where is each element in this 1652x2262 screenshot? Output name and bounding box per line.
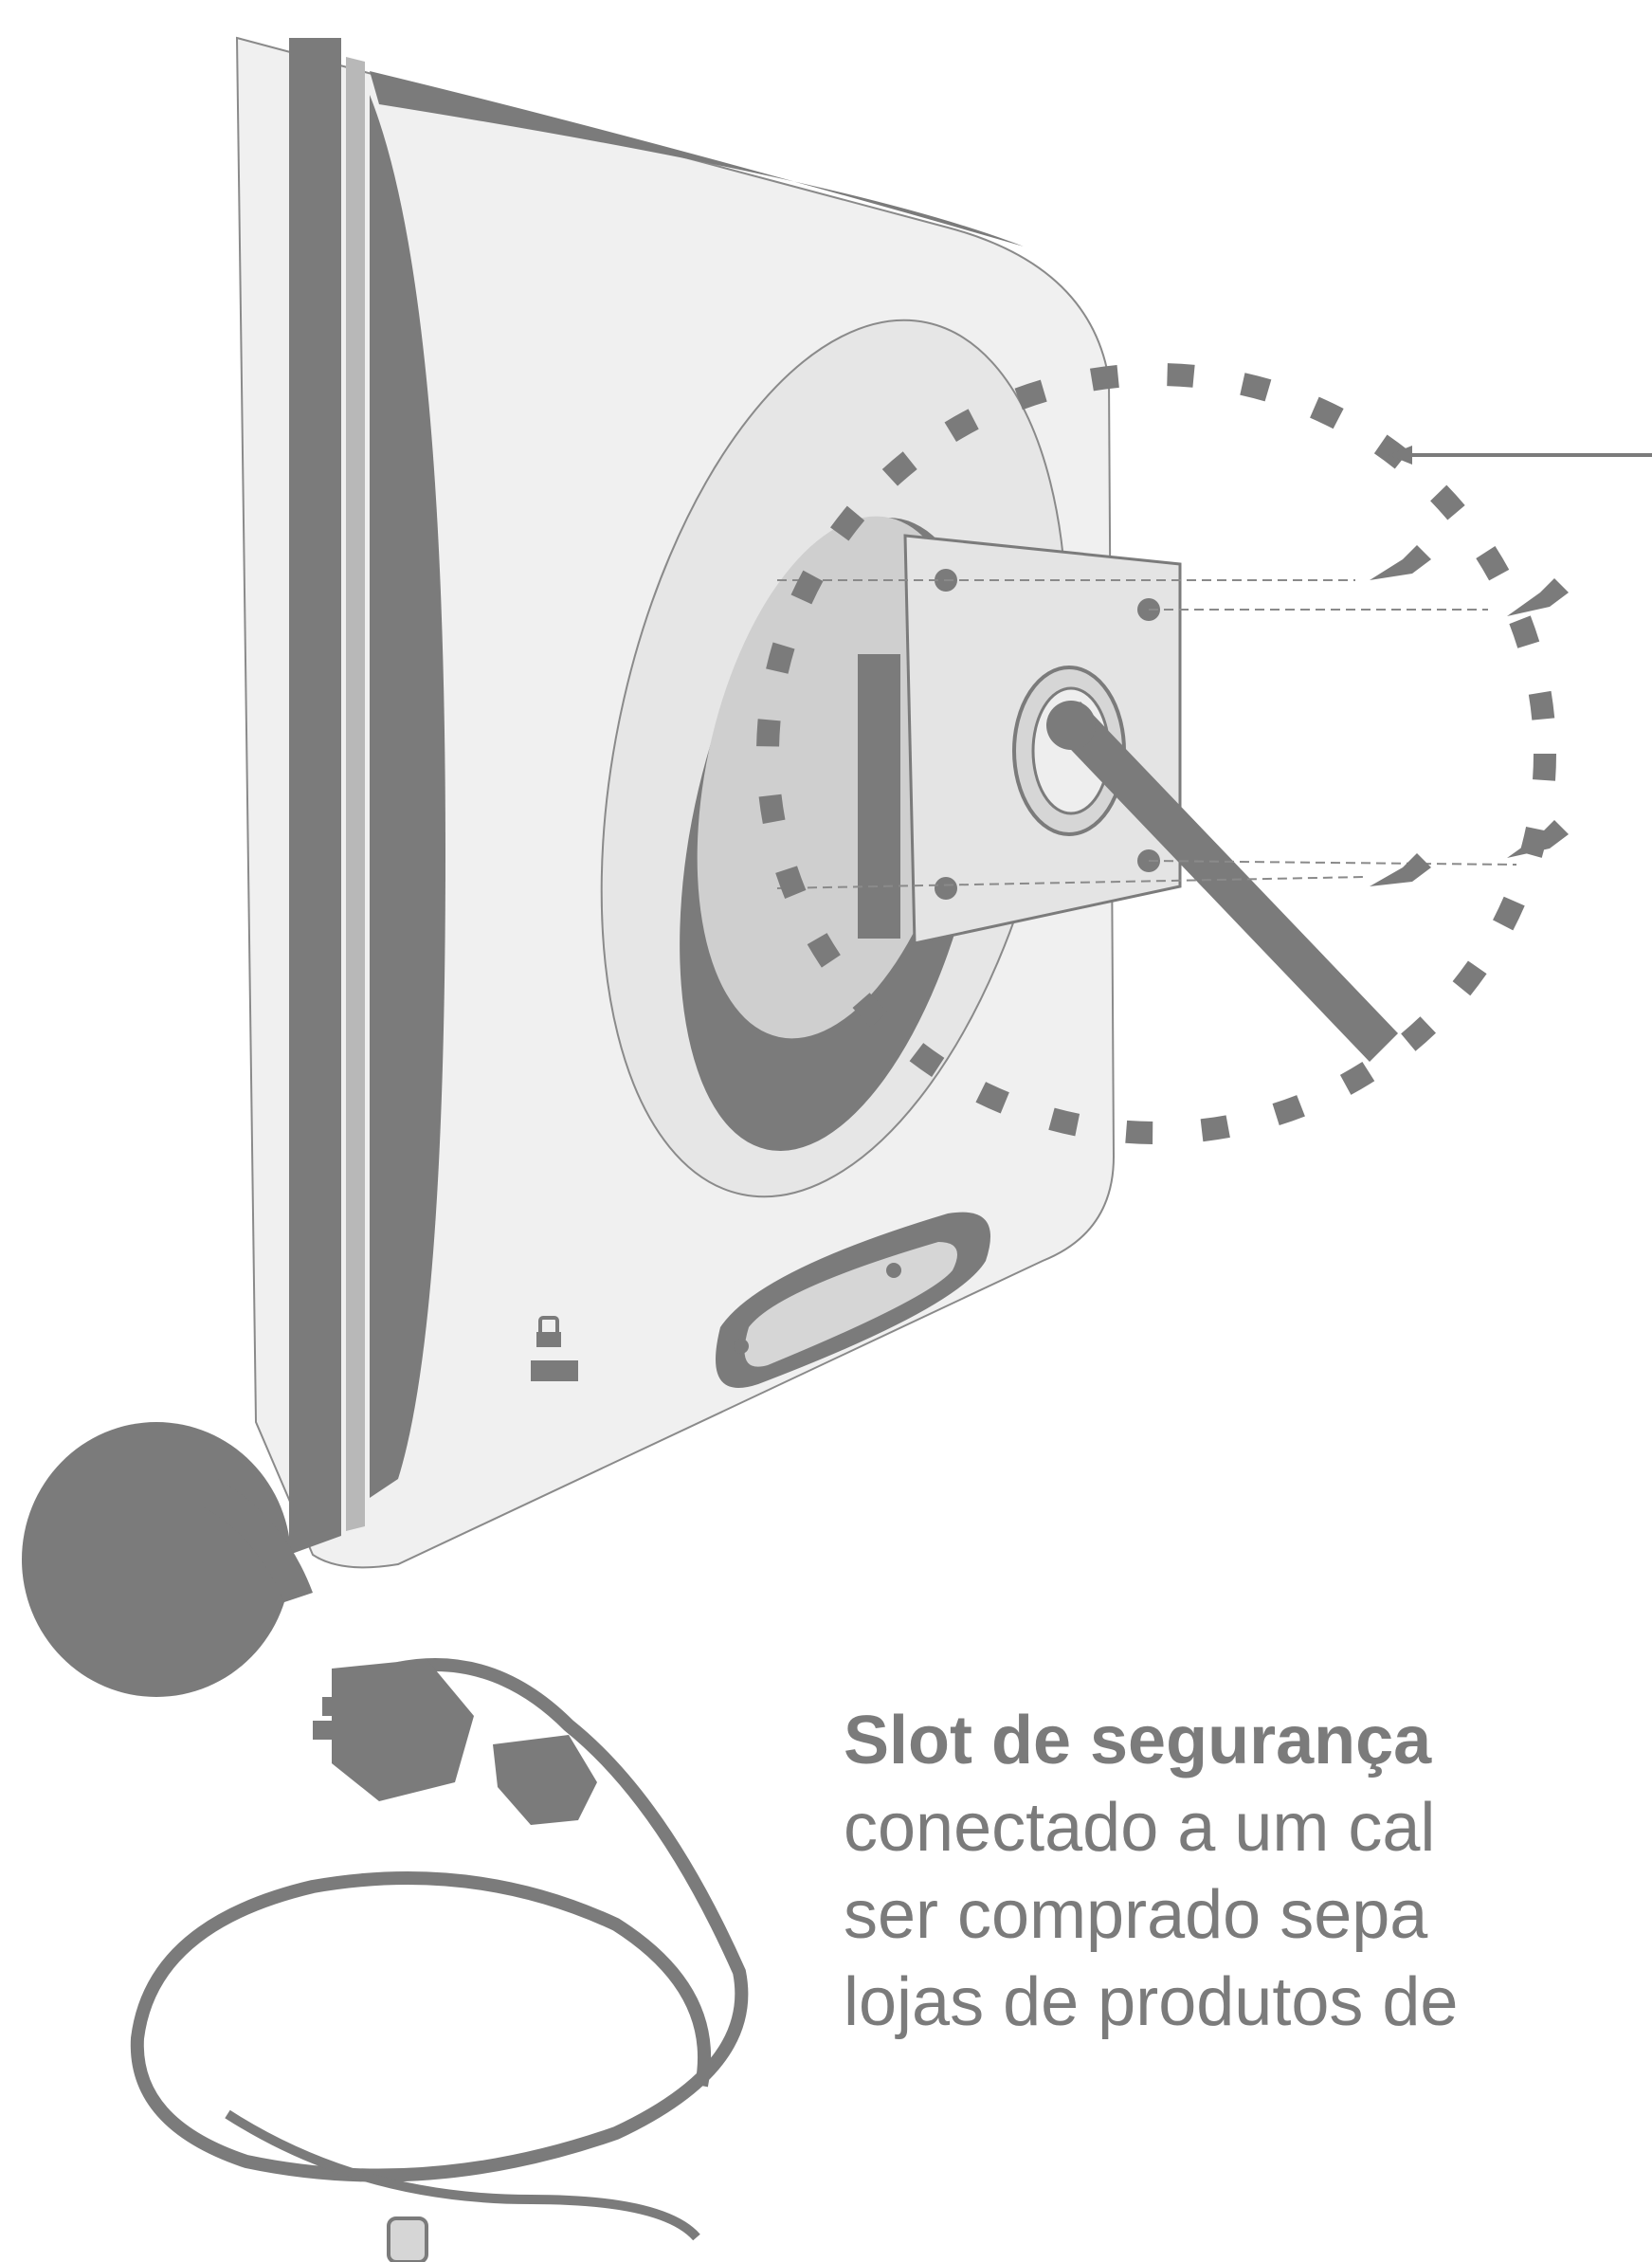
stand-base-neck: [204, 1479, 313, 1602]
stand-arm-joint: [1046, 701, 1096, 750]
monitor-top-edge: [370, 71, 1024, 246]
caption-line: ser comprado sepa: [844, 1877, 1428, 1953]
monitor-side-bezel: [289, 38, 341, 1555]
monitor-left-curve: [370, 95, 445, 1498]
security-cable-lock: [130, 1658, 749, 2262]
handle-slot-screw: [734, 1339, 749, 1354]
rear-cavity-inner: [697, 516, 971, 1039]
monitor-side-bezel-inner: [346, 57, 365, 1531]
highlight-dashed-circle: [756, 363, 1556, 1144]
callout-leader-tip: [1389, 446, 1412, 465]
stand-arm: [1052, 702, 1398, 1062]
lock-icon: [536, 1316, 561, 1347]
handle-slot-screw: [886, 1263, 901, 1278]
rear-handle-slot-inner: [744, 1242, 957, 1367]
rear-slot: [858, 654, 900, 939]
security-slot-caption: Slot de segurança conectado a um cal ser…: [844, 1697, 1652, 2046]
caption-line: conectado a um cal: [844, 1790, 1436, 1866]
security-slot: [531, 1360, 578, 1381]
plate-hole: [935, 877, 957, 900]
stand-base: [22, 1422, 291, 1697]
caption-line: lojas de produtos de: [844, 1964, 1459, 2040]
screw-guide-lines: [776, 579, 1517, 889]
caption-line: Slot de segurança: [844, 1703, 1432, 1779]
